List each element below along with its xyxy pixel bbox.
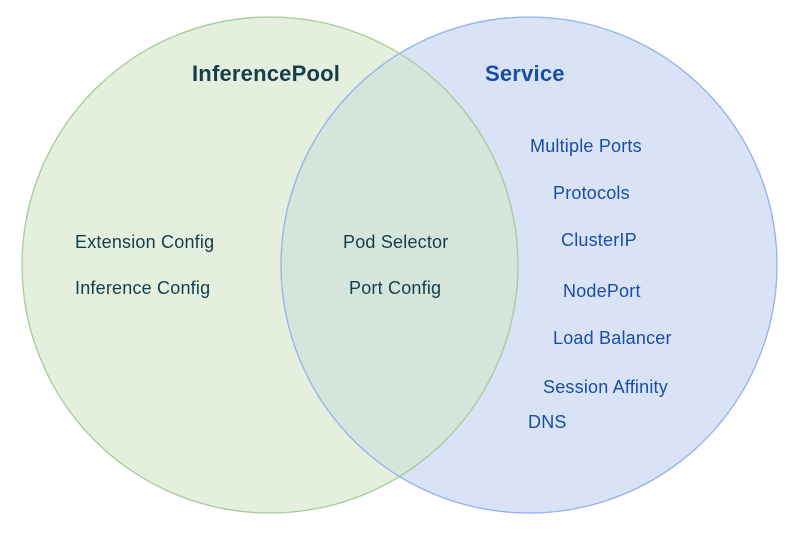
label-nodeport: NodePort [563,281,641,301]
label-session-affinity: Session Affinity [543,377,668,397]
label-clusterip: ClusterIP [561,230,637,250]
label-multiple-ports: Multiple Ports [530,136,642,156]
service-title: Service [485,61,565,86]
label-load-balancer: Load Balancer [553,328,672,348]
service-circle-outline [280,16,778,514]
label-extension-config: Extension Config [75,232,215,252]
label-inference-config: Inference Config [75,278,211,298]
inferencepool-title: InferencePool [192,61,341,86]
label-protocols: Protocols [553,183,630,203]
inferencepool-circle-outline [21,16,519,514]
label-port-config: Port Config [349,278,442,298]
label-pod-selector: Pod Selector [343,232,449,252]
label-dns: DNS [528,412,567,432]
intersection-region [281,17,518,513]
